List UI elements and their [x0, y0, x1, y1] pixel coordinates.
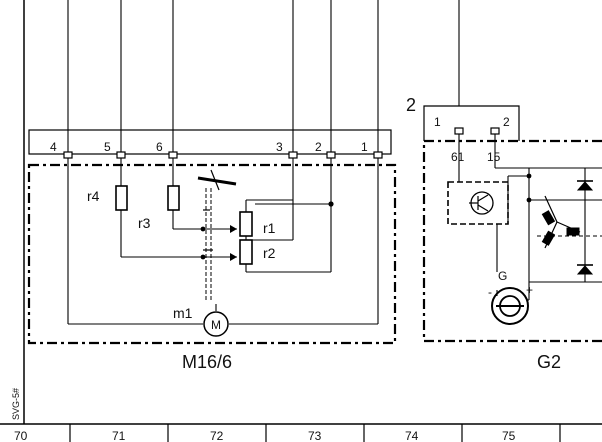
motor-m1-symbol: M	[211, 318, 221, 332]
g2-terminal-61: 61	[451, 150, 465, 164]
pin-terminals	[63, 151, 383, 159]
label-r3: r3	[138, 215, 151, 231]
generator-plus: +	[526, 283, 533, 297]
resistor-r2	[239, 239, 253, 265]
grid-column-73: 73	[308, 429, 322, 442]
resistors	[115, 185, 253, 265]
diode-top-icon	[576, 181, 594, 191]
label-r1: r1	[263, 220, 276, 236]
connector-pin-1: 1	[361, 140, 368, 154]
g2-terminal-15: 15	[487, 150, 501, 164]
slider-arrow-icon	[230, 225, 237, 233]
resistor-r1	[239, 211, 253, 237]
side-vertical-text: SVG-5#	[11, 388, 21, 420]
generator-minus: -	[488, 285, 492, 299]
label-r2: r2	[263, 245, 276, 261]
grid-column-71: 71	[112, 429, 126, 442]
module-name-m16-6: M16/6	[182, 352, 232, 372]
resistor-r3	[167, 185, 180, 211]
m16-6-connector-frame	[28, 129, 392, 155]
grid-ticks	[69, 424, 561, 442]
g2-module-boundary	[422, 139, 602, 343]
transistor-leads	[469, 194, 489, 212]
grid-column-72: 72	[210, 429, 224, 442]
stator-winding-icon	[541, 195, 581, 249]
diode-bottom-icon	[576, 265, 594, 275]
ref-number-2: 2	[406, 95, 416, 115]
connector-pin-4: 4	[50, 140, 57, 154]
g2-pin-1: 1	[434, 115, 441, 129]
motor-m1-icon	[203, 311, 229, 337]
g2-junction-dots	[526, 173, 532, 203]
junction-dots	[200, 201, 334, 260]
connector-pin-6: 6	[156, 140, 163, 154]
slider-arrow-icon-2	[230, 253, 237, 261]
grid-column-74: 74	[405, 429, 419, 442]
mechanical-linkage	[197, 169, 237, 300]
resistor-r4	[115, 185, 128, 211]
connector-pin-3: 3	[276, 140, 283, 154]
connector-pin-5: 5	[104, 140, 111, 154]
incoming-wires	[67, 0, 460, 152]
grid-column-70: 70	[14, 429, 28, 442]
g2-connector-frame	[423, 105, 520, 141]
g2-pin-terminals	[454, 127, 500, 135]
generator-g-label: G	[498, 269, 507, 283]
g2-pin-2: 2	[503, 115, 510, 129]
module-name-g2: G2	[537, 352, 561, 372]
grid-column-75: 75	[502, 429, 516, 442]
connector-pin-2: 2	[315, 140, 322, 154]
internal-wiring	[67, 158, 379, 325]
m16-6-module-boundary	[27, 163, 397, 345]
label-m1: m1	[173, 305, 193, 321]
label-r4: r4	[87, 188, 100, 204]
